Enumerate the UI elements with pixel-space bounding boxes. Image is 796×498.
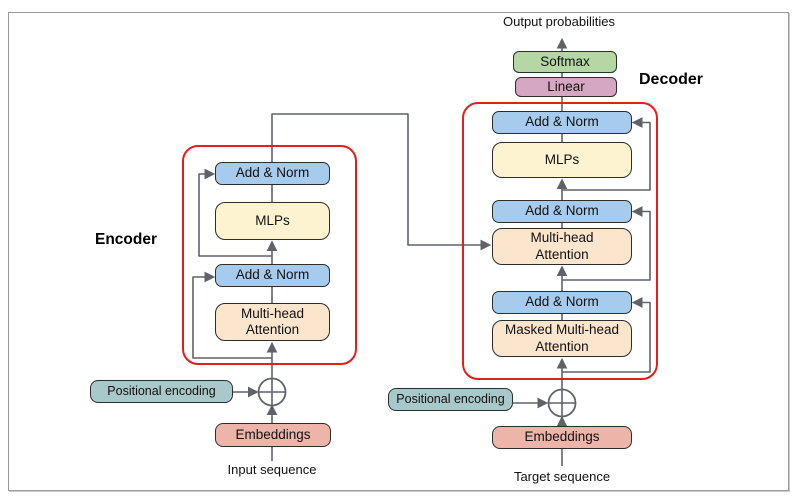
output-probabilities-label: Output probabilities: [502, 14, 615, 29]
encoder-embeddings: Embeddings: [215, 423, 331, 447]
decoder-multi-head-attention: Multi-head Attention: [492, 228, 632, 265]
decoder-embeddings: Embeddings: [492, 426, 632, 449]
decoder-mlps: MLPs: [492, 142, 632, 178]
decoder-group-outline: [462, 102, 658, 380]
decoder-linear: Linear: [515, 77, 617, 97]
wire-encoder-output-to-decoder-attention: [271, 113, 492, 251]
decoder-add-norm-bottom: Add & Norm: [492, 291, 632, 314]
wire-encoder-mlps-residual: [198, 168, 272, 257]
input-sequence-label: Input sequence: [227, 462, 317, 477]
encoder-add-norm-top: Add & Norm: [215, 162, 330, 185]
encoder-positional-encoding: Positional encoding: [90, 380, 233, 403]
decoder-softmax: Softmax: [513, 51, 617, 73]
wire-decoder-masked-attention-residual: [562, 297, 651, 373]
diagram-border-frame: [8, 12, 789, 491]
encoder-add-operator-icon: [257, 377, 287, 407]
decoder-positional-encoding: Positional encoding: [388, 388, 513, 411]
encoder-label: Encoder: [94, 231, 157, 248]
wire-decoder-mlps-residual: [562, 117, 651, 191]
decoder-add-norm-top: Add & Norm: [492, 111, 632, 134]
decoder-add-operator-icon: [547, 388, 577, 418]
encoder-multi-head-attention: Multi-head Attention: [215, 303, 330, 341]
wire-decoder-attention-residual: [562, 206, 651, 281]
decoder-label: Decoder: [638, 71, 704, 88]
wire-encoder-attention-residual: [192, 271, 272, 359]
encoder-add-norm-mid: Add & Norm: [215, 264, 330, 287]
decoder-masked-multi-head-attention: Masked Multi-head Attention: [492, 320, 632, 357]
target-sequence-label: Target sequence: [513, 469, 611, 484]
decoder-add-norm-mid: Add & Norm: [492, 200, 632, 223]
encoder-group-outline: [182, 145, 357, 365]
encoder-mlps: MLPs: [215, 202, 330, 240]
